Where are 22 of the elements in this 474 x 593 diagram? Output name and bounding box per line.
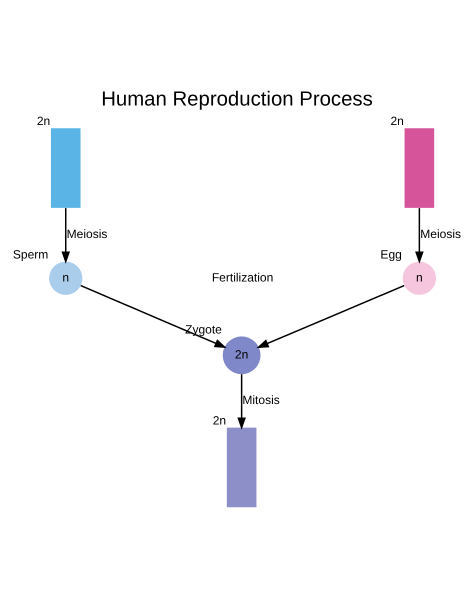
label: Fertilization xyxy=(212,270,274,284)
edge-label: Meiosis xyxy=(420,226,462,241)
node-person xyxy=(404,128,434,208)
arrow xyxy=(237,374,246,430)
node-person xyxy=(226,428,256,508)
node-circle: n xyxy=(402,262,436,295)
node-label: Zygote xyxy=(185,322,222,336)
arrow xyxy=(80,284,227,348)
edge-label: Mitosis xyxy=(242,392,280,407)
node-label: 2n xyxy=(36,114,50,128)
arrow xyxy=(61,208,70,264)
arrow xyxy=(415,208,424,264)
diagram-title: Human Reproduction Process xyxy=(101,88,373,111)
node-person xyxy=(50,128,81,208)
node-label: Egg xyxy=(380,247,402,262)
arrow xyxy=(256,284,404,348)
node-label: 2n xyxy=(390,114,404,128)
node-circle: n xyxy=(49,262,82,295)
node-label: Sperm xyxy=(12,247,48,262)
node-circle: 2n xyxy=(222,336,261,374)
edge-label: Meiosis xyxy=(66,226,108,241)
node-label: 2n xyxy=(212,413,226,428)
